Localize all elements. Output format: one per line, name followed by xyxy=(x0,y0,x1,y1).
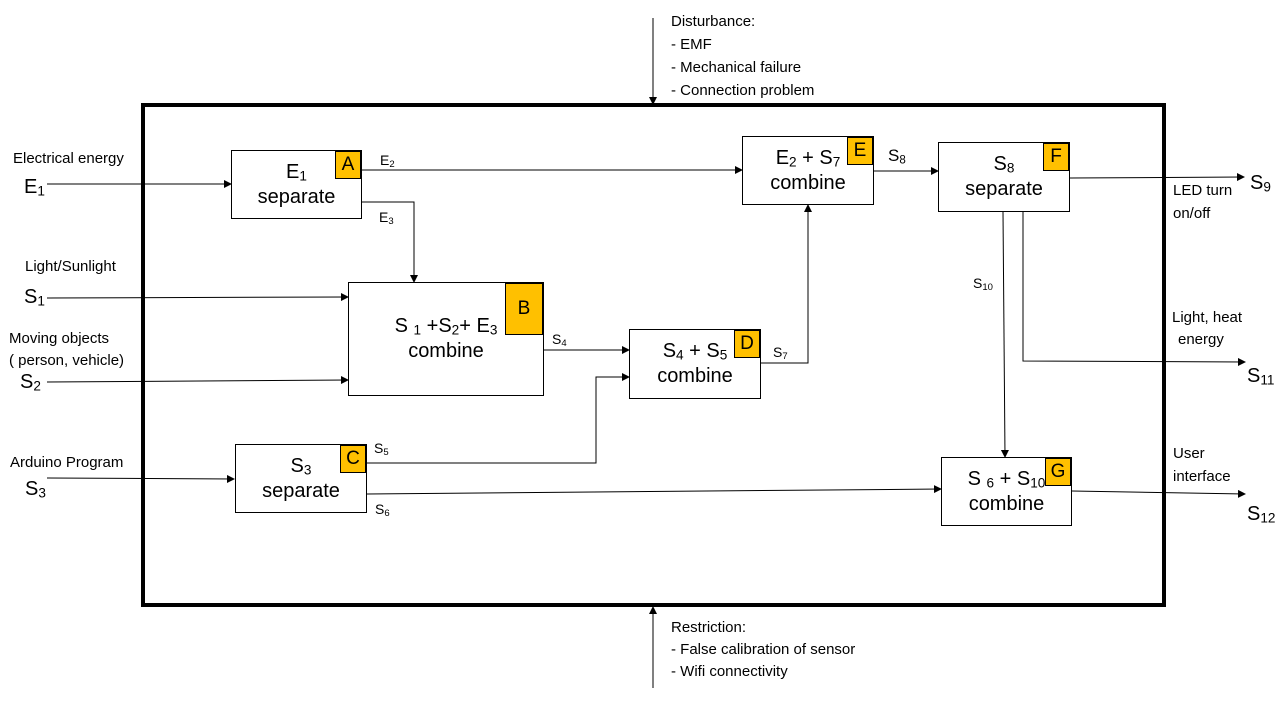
e3-arrow xyxy=(362,201,418,283)
block-f-formula: S8 xyxy=(993,153,1015,176)
s9-output-symbol: S9 xyxy=(1250,172,1271,195)
block-f-badge: F xyxy=(1043,143,1069,171)
disturbance-item: - Mechanical failure xyxy=(671,59,802,76)
s1-input-arrow xyxy=(46,293,349,302)
s11-output-arrow xyxy=(1022,212,1246,366)
block-b-badge: B xyxy=(505,283,543,335)
s5-arrow xyxy=(367,373,630,464)
block-e-combine: E2 + S7 combine E xyxy=(742,136,874,205)
s3-input-label: Arduino Program xyxy=(10,454,124,471)
block-g-formula: S 6 + S10 xyxy=(967,467,1046,491)
s8-flow-label: S8 xyxy=(888,146,906,167)
s1-input-label: Light/Sunlight xyxy=(25,258,116,275)
e1-input-symbol: E1 xyxy=(24,176,45,199)
block-e-formula: E2 + S7 xyxy=(775,146,841,170)
s7-flow-label: S7 xyxy=(773,344,788,362)
block-a-text: E1 separate xyxy=(232,160,361,210)
s9-output-label: on/off xyxy=(1173,205,1211,222)
block-d-badge: D xyxy=(734,330,760,358)
s12-output-arrow xyxy=(1071,489,1246,498)
block-c-badge: C xyxy=(340,445,366,473)
s11-output-symbol: S11 xyxy=(1247,365,1275,388)
e2-flow-label: E2 xyxy=(380,152,395,170)
block-c-action: separate xyxy=(262,479,340,502)
block-e-action: combine xyxy=(770,171,846,194)
block-a-formula: E1 xyxy=(286,160,307,184)
s12-output-symbol: S12 xyxy=(1247,503,1276,526)
s6-flow-label: S6 xyxy=(375,501,390,519)
s12-output-label: interface xyxy=(1173,468,1231,485)
block-d-text: S4 + S5 combine xyxy=(630,339,760,389)
disturbance-item: - EMF xyxy=(671,36,712,53)
restriction-item: - False calibration of sensor xyxy=(671,641,856,658)
restriction-title: Restriction: xyxy=(671,619,747,636)
s2-input-symbol: S2 xyxy=(20,371,41,394)
s9-output-arrow xyxy=(1069,173,1245,182)
disturbance-title: Disturbance: xyxy=(671,13,756,30)
s1-input-symbol: S1 xyxy=(24,286,45,309)
e1-input-label: Electrical energy xyxy=(13,150,124,167)
s2-input-label: ( person, vehicle) xyxy=(9,352,125,369)
block-f-text: S8 separate xyxy=(939,152,1069,202)
block-c-text: S3 separate xyxy=(236,454,366,504)
block-b-combine: S 1 +S2+ E3 combine B xyxy=(348,282,544,396)
block-g-action: combine xyxy=(968,492,1045,515)
block-e-text: E2 + S7 combine xyxy=(743,146,873,196)
s10-arrow xyxy=(1000,211,1009,458)
disturbance-item: - Connection problem xyxy=(671,82,815,99)
s7-arrow xyxy=(761,204,812,364)
s9-output-label: LED turn xyxy=(1173,182,1233,199)
s11-output-label: Light, heat xyxy=(1172,309,1243,326)
s11-output-label: energy xyxy=(1178,331,1224,348)
block-b-action: combine xyxy=(408,340,484,362)
block-f-action: separate xyxy=(965,178,1043,200)
block-c-formula: S3 xyxy=(290,454,312,478)
block-a-badge: A xyxy=(335,151,361,179)
block-b-text: S 1 +S2+ E3 combine xyxy=(349,314,543,364)
s2-input-label: Moving objects xyxy=(9,330,110,347)
block-g-badge: G xyxy=(1045,458,1071,486)
e3-flow-label: E3 xyxy=(379,209,394,227)
system-boundary xyxy=(141,103,1166,607)
s10-flow-label: S10 xyxy=(973,275,993,293)
s12-output-label: User xyxy=(1173,445,1205,462)
s4-flow-label: S4 xyxy=(552,331,567,349)
block-b-formula: S 1 +S2+ E3 xyxy=(394,315,498,338)
restriction-item: - Wifi connectivity xyxy=(671,663,788,680)
s5-flow-label: S5 xyxy=(374,440,389,458)
block-d-formula: S4 + S5 xyxy=(662,340,728,363)
block-a-separate: E1 separate A xyxy=(231,150,362,219)
block-e-badge: E xyxy=(847,137,873,165)
block-g-combine: S 6 + S10 combine G xyxy=(941,457,1072,526)
block-d-action: combine xyxy=(657,365,733,387)
s3-input-symbol: S3 xyxy=(25,478,46,501)
s6-arrow xyxy=(366,485,942,495)
block-f-separate: S8 separate F xyxy=(938,142,1070,212)
s2-input-arrow xyxy=(46,376,349,385)
block-d-combine: S4 + S5 combine D xyxy=(629,329,761,399)
block-g-text: S 6 + S10 combine xyxy=(942,467,1071,517)
block-a-action: separate xyxy=(257,185,336,208)
block-c-separate: S3 separate C xyxy=(235,444,367,513)
s3-input-arrow xyxy=(46,474,235,483)
